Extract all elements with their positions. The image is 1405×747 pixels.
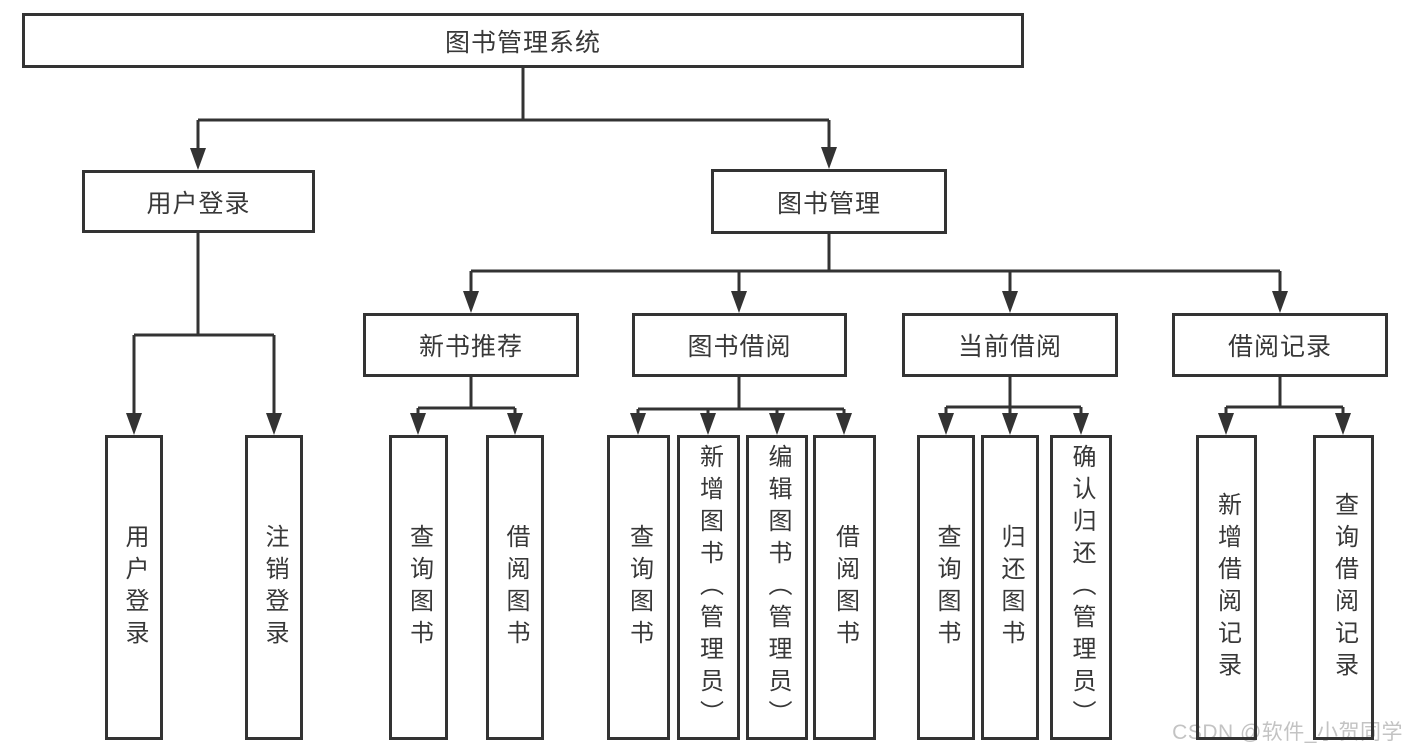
connector-new-book-recommend xyxy=(416,376,517,417)
leaf-return-book-label: 归还图书 xyxy=(997,523,1024,652)
leaf-query-books-borrow: 查询图书 xyxy=(607,435,670,740)
leaf-return-book: 归还图书 xyxy=(981,435,1039,740)
leaf-logout-label: 注销登录 xyxy=(261,523,288,652)
node-new-book-recommend: 新书推荐 xyxy=(363,313,579,377)
connector-book-management xyxy=(469,233,1282,295)
csdn-watermark: CSDN @软件_小贺同学 xyxy=(1172,721,1403,744)
leaf-add-borrow-record-label: 新增借阅记录 xyxy=(1213,491,1241,684)
leaf-edit-book-admin: 编辑图书（管理员） xyxy=(746,435,808,740)
node-current-borrow: 当前借阅 xyxy=(902,313,1118,377)
leaf-query-books-current: 查询图书 xyxy=(917,435,975,740)
leaf-edit-book-admin-label: 编辑图书（管理员） xyxy=(764,443,791,732)
leaf-user-login: 用户登录 xyxy=(105,435,163,740)
connector-root xyxy=(196,67,831,152)
leaf-query-borrow-record: 查询借阅记录 xyxy=(1313,435,1374,740)
node-book-management: 图书管理 xyxy=(711,169,947,234)
leaf-confirm-return-admin: 确认归还（管理员） xyxy=(1050,435,1112,740)
leaf-add-book-admin-label: 新增图书（管理员） xyxy=(695,443,723,732)
leaf-borrow-books: 借阅图书 xyxy=(813,435,876,740)
connector-borrow-records xyxy=(1224,376,1345,417)
leaf-borrow-books-label: 借阅图书 xyxy=(831,523,859,652)
leaf-logout: 注销登录 xyxy=(245,435,303,740)
connector-current-borrow xyxy=(944,376,1083,417)
leaf-query-borrow-record-label: 查询借阅记录 xyxy=(1330,491,1358,684)
leaf-query-books-recommend: 查询图书 xyxy=(389,435,448,740)
leaf-query-books-borrow-label: 查询图书 xyxy=(625,523,653,652)
connector-book-borrow xyxy=(636,376,846,417)
leaf-query-books-recommend-label: 查询图书 xyxy=(405,523,433,652)
leaf-confirm-return-admin-label: 确认归还（管理员） xyxy=(1068,443,1095,732)
leaf-add-book-admin: 新增图书（管理员） xyxy=(677,435,740,740)
leaf-borrow-books-recommend: 借阅图书 xyxy=(486,435,544,740)
leaf-borrow-books-recommend-label: 借阅图书 xyxy=(502,523,529,652)
leaf-add-borrow-record: 新增借阅记录 xyxy=(1196,435,1257,740)
node-library-system: 图书管理系统 xyxy=(22,13,1024,68)
node-borrow-records: 借阅记录 xyxy=(1172,313,1388,377)
leaf-query-books-current-label: 查询图书 xyxy=(933,523,960,652)
node-user-login: 用户登录 xyxy=(82,170,315,233)
leaf-user-login-label: 用户登录 xyxy=(121,523,148,652)
connector-user-login xyxy=(132,232,276,417)
node-book-borrow: 图书借阅 xyxy=(632,313,847,377)
